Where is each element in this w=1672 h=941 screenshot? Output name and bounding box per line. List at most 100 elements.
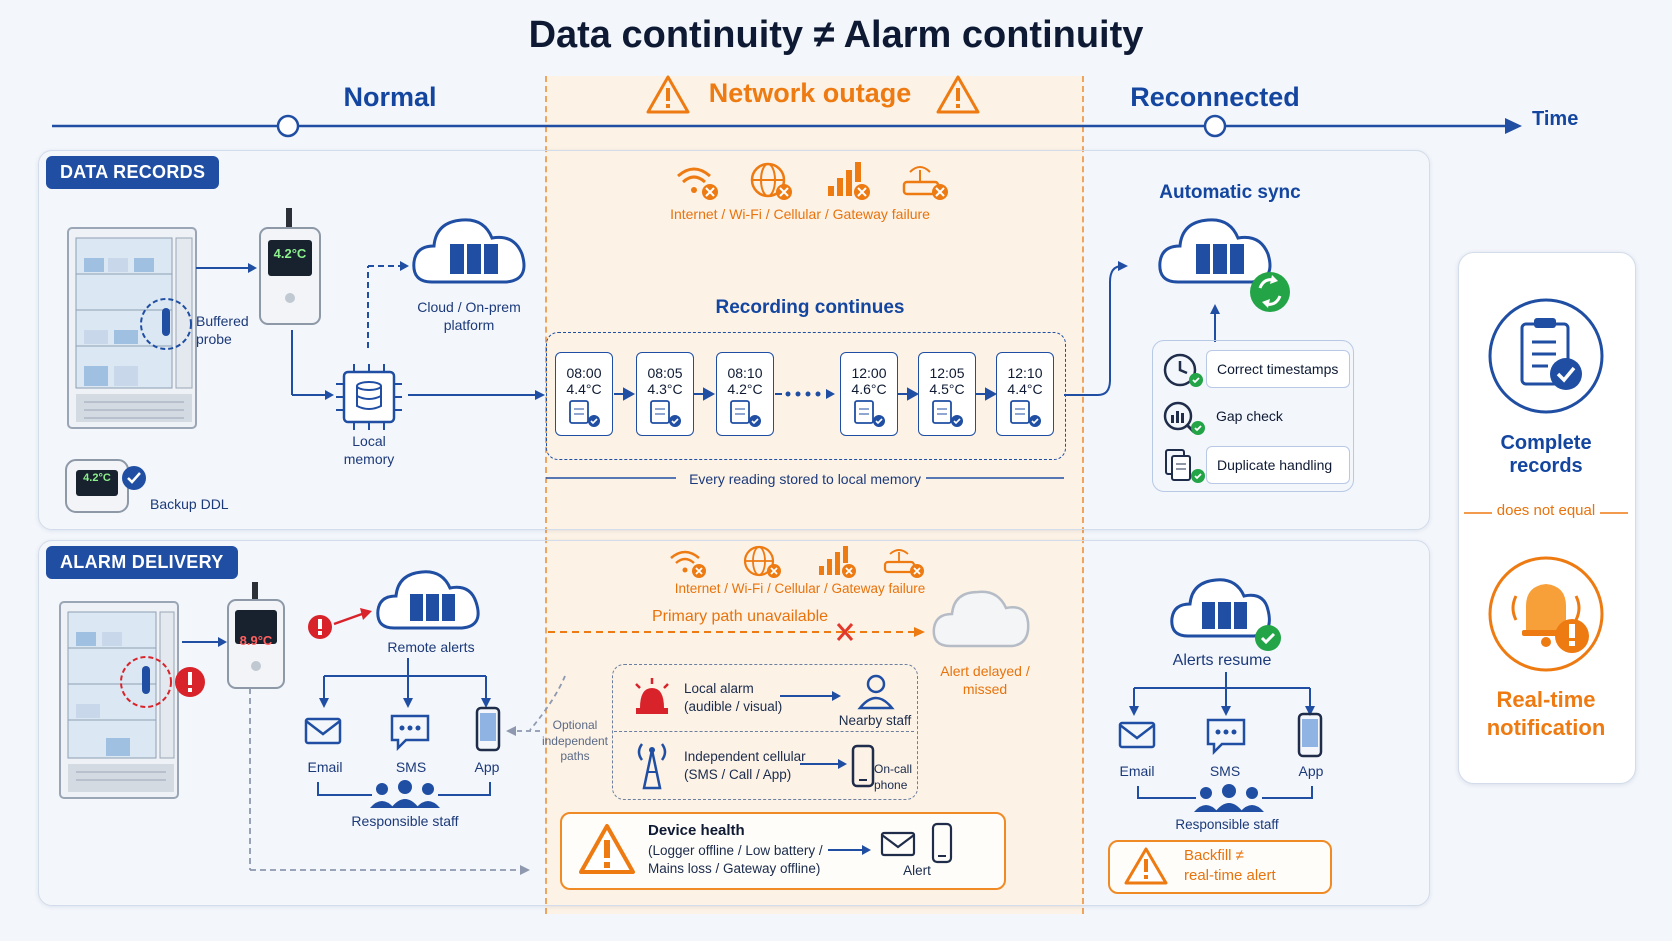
globe-off-icon <box>743 545 781 578</box>
arrow-right <box>800 759 847 769</box>
cloud-server-icon <box>376 570 480 630</box>
alarm-logger-icon <box>227 582 285 689</box>
sync-checks-box <box>1152 340 1354 492</box>
fridge-icon <box>67 227 197 429</box>
divider <box>614 731 914 732</box>
independent-cellular-label: Independent cellular(SMS / Call / App) <box>684 749 806 782</box>
backup-temp-display: 4.2°C <box>83 472 111 484</box>
backup-ddl-icon <box>65 459 146 513</box>
failure-label-alarm: Internet / Wi-Fi / Cellular / Gateway fa… <box>674 581 926 596</box>
data-records-badge: DATA RECORDS <box>46 156 220 189</box>
failure-icons-row-alarm <box>666 544 926 584</box>
globe-off-icon <box>750 162 792 200</box>
check-gap: Gap check <box>1160 398 1356 440</box>
cloud-sync-icon <box>1158 218 1290 312</box>
network-outage-band <box>545 76 1084 914</box>
document-check-icon <box>730 400 761 427</box>
automatic-sync-label: Automatic sync <box>1159 182 1301 203</box>
phone-icon <box>931 822 953 864</box>
every-reading-rule <box>546 477 1064 479</box>
reconnect-staff-label: Responsible staff <box>1175 817 1279 832</box>
alerts-resume-label: Alerts resume <box>1172 652 1272 669</box>
sms-icon <box>1206 718 1246 756</box>
device-health-detail: (Logger offline / Low battery /Mains los… <box>648 843 823 876</box>
document-check-icon <box>1010 400 1041 427</box>
email-icon <box>304 717 342 745</box>
nearby-staff-label: Nearby staff <box>838 713 912 728</box>
staff-group-icon <box>1194 784 1264 812</box>
cellular-off-icon <box>819 546 856 578</box>
wifi-off-icon <box>670 550 706 578</box>
document-check-icon <box>932 400 963 427</box>
gateway-off-icon <box>883 549 924 578</box>
device-health-title: Device health <box>648 822 745 839</box>
warning-icon <box>579 824 635 874</box>
bell-alert-icon <box>1488 556 1604 672</box>
does-not-equal-label: does not equal <box>1496 502 1596 519</box>
recording-continues-label: Recording continues <box>715 297 905 318</box>
data-logger-icon <box>259 208 321 325</box>
optional-paths-box <box>612 664 918 800</box>
remote-alerts-label: Remote alerts <box>387 639 475 655</box>
email-icon <box>1118 721 1156 749</box>
time-axis-label: Time <box>1532 108 1579 130</box>
phase-reconnected: Reconnected <box>1130 82 1300 112</box>
complete-records-label: Complete records <box>1500 432 1592 477</box>
alarm-delivery-badge: ALARM DELIVERY <box>46 546 238 579</box>
document-check-icon <box>854 400 885 427</box>
fridge-icon <box>59 601 179 799</box>
device-alert-label: Alert <box>903 863 931 878</box>
alert-delayed-label: Alert delayed /missed <box>940 663 1030 698</box>
every-reading-label: Every reading stored to local memory <box>689 471 921 487</box>
check-duplicate-handling: Duplicate handling <box>1160 446 1356 488</box>
cloud-server-icon <box>412 218 526 284</box>
phase-network-outage: Network outage <box>640 72 980 116</box>
alarm-probe-icon <box>120 656 205 708</box>
backup-ddl-label: Backup DDL <box>150 496 229 512</box>
failure-icons-row <box>672 160 952 202</box>
local-memory-icon <box>336 364 402 430</box>
document-check-icon <box>569 400 600 427</box>
cloud-grey-icon <box>932 590 1030 648</box>
warning-icon <box>936 75 980 114</box>
wifi-off-icon <box>677 167 718 200</box>
backfill-label: Backfill ≠real-time alert <box>1184 847 1276 884</box>
probe-arrow <box>196 263 257 273</box>
cloud-check-icon <box>1170 578 1281 651</box>
clock-check-icon <box>1163 353 1203 387</box>
does-not-equal-rule <box>1464 512 1628 514</box>
device-health-box <box>560 812 1006 890</box>
primary-path-unavailable: Primary path unavailable <box>651 608 829 625</box>
page-title: Data continuity ≠ Alarm continuity <box>528 14 1144 56</box>
readings-buffer-box <box>546 332 1066 460</box>
magnifier-chart-icon <box>1163 401 1205 435</box>
document-check-icon <box>650 400 681 427</box>
arrow-right <box>780 691 841 701</box>
phone-icon <box>851 744 875 788</box>
channel-email-label: Email <box>307 759 343 775</box>
data-records-panel <box>38 150 1430 530</box>
alarm-logger-temp: 8.9°C <box>239 633 273 648</box>
email-icon <box>880 831 916 857</box>
probe-arrow <box>182 637 227 647</box>
gateway-off-icon <box>902 166 948 200</box>
phase-normal: Normal <box>343 82 437 112</box>
responsible-staff-label: Responsible staff <box>351 813 459 829</box>
reconnect-email-label: Email <box>1119 763 1155 779</box>
reconnect-sms-label: SMS <box>1209 763 1241 779</box>
probe-circle-icon <box>140 298 192 350</box>
logger-temp-display: 4.2°C <box>273 246 307 261</box>
